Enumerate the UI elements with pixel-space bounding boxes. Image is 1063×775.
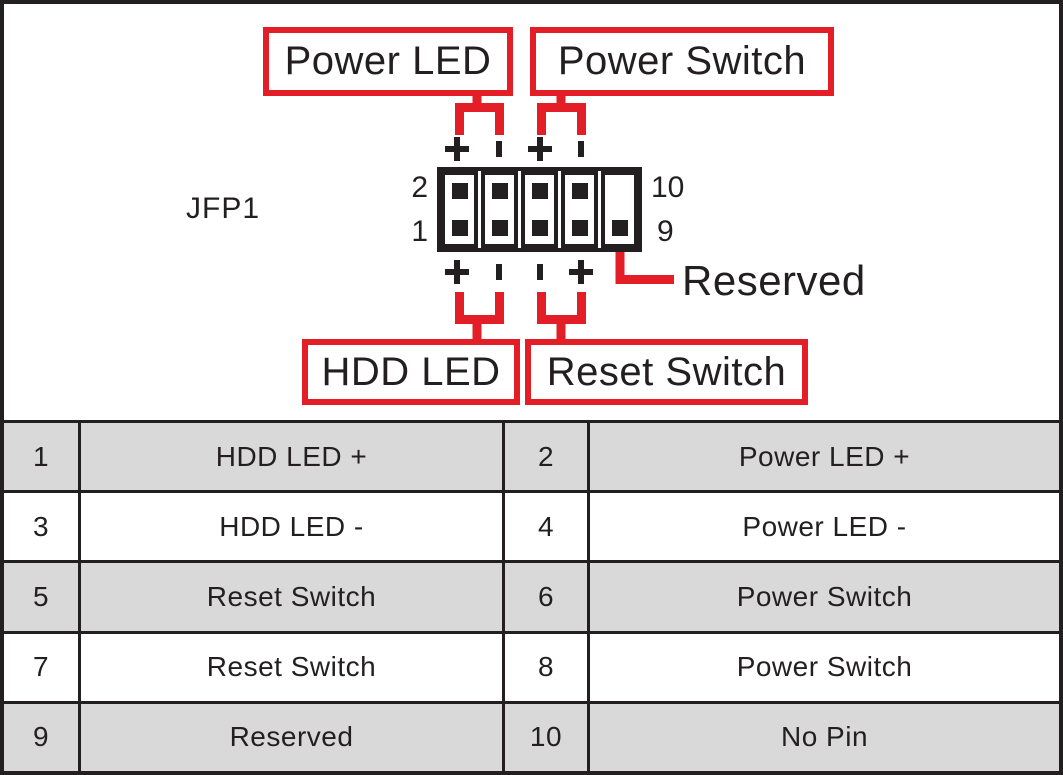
pin-cell-row1-pin_right: 2 <box>505 423 587 491</box>
desc-cell-row4-desc_left: Reset Switch <box>81 633 502 701</box>
pin-square-bottom-col2 <box>491 220 508 236</box>
jfp1-connector-drawing <box>437 167 642 252</box>
connector-cell-1 <box>441 171 478 248</box>
connector-cell-2 <box>481 171 518 248</box>
desc-cell-row3-desc_right: Power Switch <box>590 563 1059 631</box>
reset-switch-label-box: Reset Switch <box>525 339 808 405</box>
plus-symbol-bottom-4 <box>566 257 596 287</box>
hdd-led-bracket-line <box>455 292 504 341</box>
power-led-label-box: Power LED <box>263 27 513 96</box>
pin-cell-row2-pin_left: 3 <box>4 493 78 561</box>
desc-cell-row2-desc_right: Power LED - <box>590 493 1059 561</box>
power-led-label: Power LED <box>284 39 492 83</box>
pin-square-bottom-col5 <box>611 220 628 236</box>
pin-cell-row1-pin_left: 1 <box>4 423 78 491</box>
plus-symbol-top-1 <box>442 134 472 164</box>
pin-square-top-col4 <box>571 183 588 199</box>
plus-symbol-top-3 <box>525 134 555 164</box>
plus-symbol-bottom-1 <box>442 257 472 287</box>
pin-cell-row2-pin_right: 4 <box>505 493 587 561</box>
minus-symbol-top-4 <box>566 134 596 164</box>
pin-number-2: 2 <box>411 171 428 204</box>
desc-cell-row2-desc_left: HDD LED - <box>81 493 502 561</box>
desc-cell-row5-desc_right: No Pin <box>590 703 1059 771</box>
power-switch-label-box: Power Switch <box>530 27 834 96</box>
reset-switch-bracket-line <box>537 292 586 341</box>
pin-square-top-col1 <box>451 183 468 199</box>
pin-square-bottom-col1 <box>451 220 468 236</box>
minus-symbol-bottom-3 <box>525 257 555 287</box>
pin-cell-row4-pin_right: 8 <box>505 633 587 701</box>
pin-square-top-col2 <box>491 183 508 199</box>
desc-cell-row4-desc_right: Power Switch <box>590 633 1059 701</box>
desc-cell-row5-desc_left: Reserved <box>81 703 502 771</box>
connector-name-label: JFP1 <box>186 192 261 225</box>
pin-cell-row4-pin_left: 7 <box>4 633 78 701</box>
pin-number-10: 10 <box>651 171 685 204</box>
power-switch-label: Power Switch <box>557 39 807 83</box>
pin-cell-row3-pin_right: 6 <box>505 563 587 631</box>
connector-cell-5 <box>601 171 638 248</box>
hdd-led-label-box: HDD LED <box>302 339 520 405</box>
hdd-led-label: HDD LED <box>321 349 501 394</box>
pin-cell-row5-pin_right: 10 <box>505 703 587 771</box>
connector-cell-3 <box>521 171 558 248</box>
minus-symbol-top-2 <box>484 134 514 164</box>
pin-cell-row5-pin_left: 9 <box>4 703 78 771</box>
pin-square-bottom-col3 <box>531 220 548 236</box>
minus-symbol-bottom-2 <box>484 257 514 287</box>
reserved-label: Reserved <box>682 257 866 304</box>
pin-number-1: 1 <box>411 215 428 248</box>
desc-cell-row1-desc_right: Power LED + <box>590 423 1059 491</box>
pin-cell-row3-pin_left: 5 <box>4 563 78 631</box>
desc-cell-row3-desc_left: Reset Switch <box>81 563 502 631</box>
desc-cell-row1-desc_left: HDD LED + <box>81 423 502 491</box>
pin-square-bottom-col4 <box>571 220 588 236</box>
pin-number-9: 9 <box>657 215 674 248</box>
pin-square-top-col3 <box>531 183 548 199</box>
reset-switch-label: Reset Switch <box>546 349 787 394</box>
connector-cell-4 <box>561 171 598 248</box>
